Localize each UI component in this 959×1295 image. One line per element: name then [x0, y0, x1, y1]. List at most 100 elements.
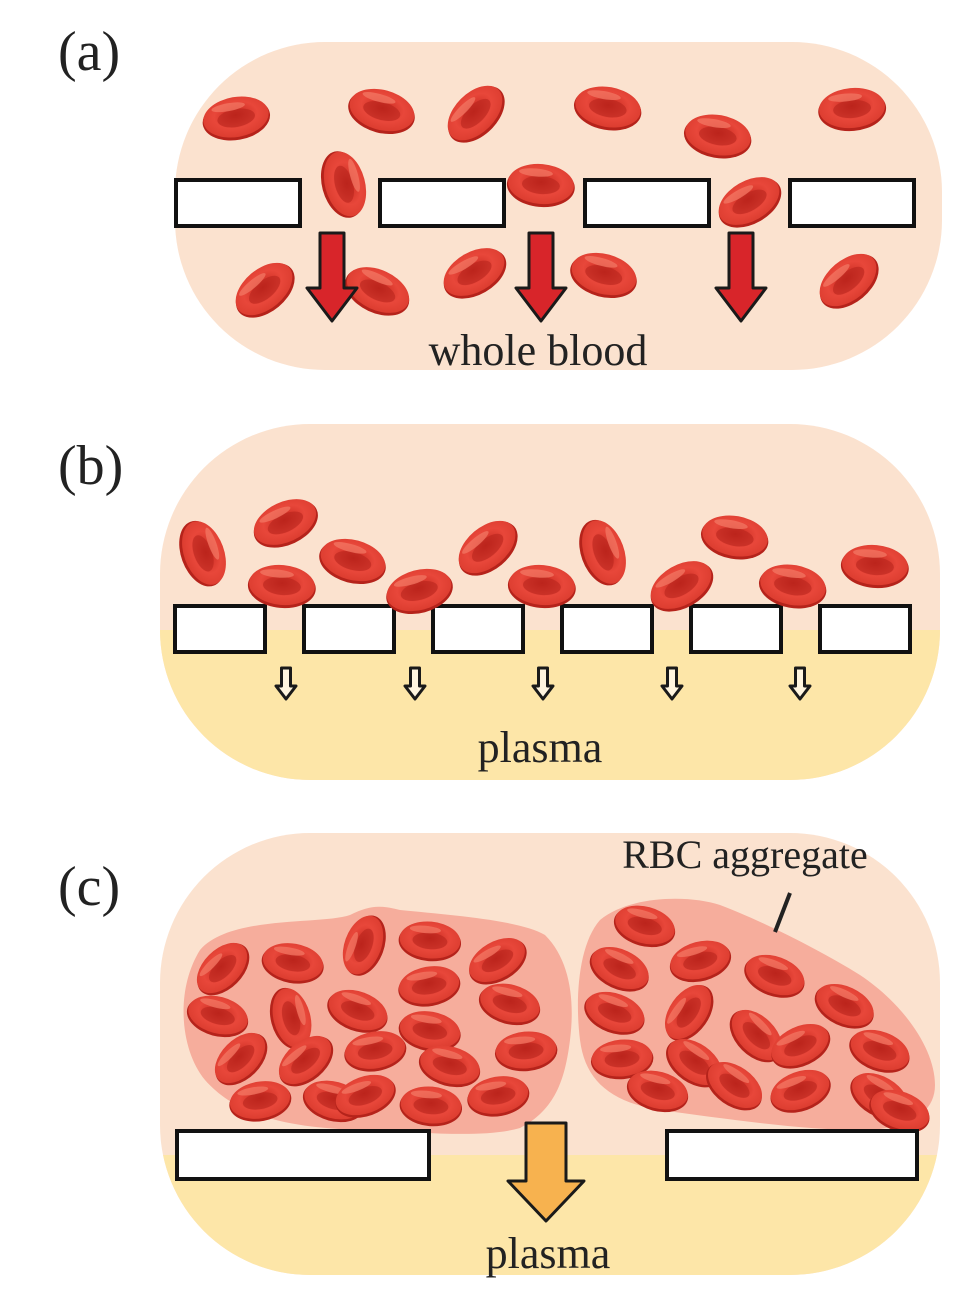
red-blood-cell	[771, 1023, 831, 1069]
panel-a: (a) whole blood	[58, 21, 942, 375]
red-blood-cell	[613, 905, 676, 948]
membrane-segment	[378, 178, 506, 228]
panel-a-caption: whole blood	[429, 326, 648, 375]
flow-arrow-small	[403, 666, 427, 701]
red-blood-cell	[590, 1039, 654, 1080]
red-blood-cell	[202, 96, 271, 141]
red-blood-cell	[744, 954, 805, 998]
flow-arrow-small	[274, 666, 298, 701]
red-blood-cell	[729, 1009, 783, 1063]
red-blood-cell	[494, 1031, 558, 1072]
red-blood-cell	[327, 989, 388, 1033]
membrane-segment	[818, 604, 912, 654]
membrane-segment	[583, 178, 711, 228]
panel-b-rbc-front-group	[247, 561, 827, 615]
red-blood-cell	[196, 942, 250, 996]
panel-b-plasma-region	[160, 630, 940, 780]
membrane-segment	[788, 178, 916, 228]
red-blood-cell	[319, 538, 386, 585]
red-blood-cell	[869, 1089, 930, 1133]
panel-c: (c) RBC aggregate plasma	[58, 832, 940, 1278]
red-blood-cell	[398, 1011, 461, 1052]
red-blood-cell	[179, 520, 226, 587]
red-blood-cell	[840, 544, 909, 589]
red-blood-cell	[818, 87, 887, 132]
red-blood-cell	[506, 163, 575, 208]
red-blood-cell	[320, 151, 367, 218]
red-blood-cell	[849, 1029, 910, 1073]
red-blood-cell	[235, 262, 295, 318]
red-blood-cell	[458, 520, 518, 576]
red-blood-cell	[573, 86, 642, 131]
flow-arrow-orange	[506, 1121, 586, 1223]
panel-c-flow-arrows	[506, 1121, 586, 1223]
red-blood-cell	[758, 564, 827, 609]
red-blood-cell	[814, 983, 874, 1029]
red-blood-cell	[706, 1061, 763, 1111]
panel-b-flow-arrows	[274, 666, 812, 701]
red-blood-cell	[819, 253, 879, 309]
red-blood-cell	[467, 1076, 530, 1117]
panel-a-flow-arrows	[305, 231, 768, 323]
membrane-segment	[173, 604, 267, 654]
red-blood-cell	[770, 1069, 831, 1113]
panel-b-membrane	[173, 604, 912, 654]
panel-b-rbc-group	[179, 499, 909, 589]
red-blood-cell	[186, 995, 249, 1038]
membrane-segment	[175, 1129, 431, 1181]
red-blood-cell	[579, 519, 626, 586]
red-blood-cell	[669, 940, 732, 983]
membrane-segment	[174, 178, 302, 228]
rbc-aggregate-pointer	[773, 892, 792, 933]
red-blood-cell	[335, 1074, 396, 1118]
red-blood-cell	[348, 88, 415, 135]
red-blood-cell	[247, 564, 316, 609]
red-blood-cell	[683, 114, 752, 159]
flow-arrow-red	[714, 231, 768, 323]
flow-arrow-small	[660, 666, 684, 701]
red-blood-cell	[253, 499, 318, 548]
panel-a-label: (a)	[58, 21, 120, 83]
panel-c-label: (c)	[58, 856, 120, 918]
panel-c-membrane	[175, 1129, 919, 1181]
red-blood-cell	[342, 915, 386, 976]
red-blood-cell	[386, 568, 453, 615]
panel-a-membrane	[174, 178, 916, 228]
red-blood-cell	[344, 1031, 407, 1072]
red-blood-cell	[570, 252, 637, 299]
red-blood-cell	[398, 966, 461, 1007]
red-blood-cell	[589, 946, 649, 992]
red-blood-cell	[398, 921, 462, 962]
red-blood-cell	[447, 85, 505, 143]
panel-b: (b) plasma	[58, 424, 940, 780]
flow-arrow-red	[305, 231, 359, 323]
red-blood-cell	[478, 983, 541, 1026]
red-blood-cell	[469, 937, 527, 985]
flow-arrow-small	[788, 666, 812, 701]
red-blood-cell	[443, 248, 507, 299]
red-blood-cell	[418, 1045, 481, 1088]
red-blood-cell	[626, 1070, 689, 1113]
red-blood-cell	[399, 1086, 463, 1127]
panel-b-caption: plasma	[478, 723, 603, 772]
red-blood-cell	[718, 177, 782, 228]
membrane-segment	[665, 1129, 919, 1181]
flow-arrow-small	[531, 666, 555, 701]
panel-a-rbc-front-group	[320, 151, 782, 228]
membrane-segment	[560, 604, 654, 654]
red-blood-cell	[650, 561, 714, 612]
red-blood-cell	[700, 515, 769, 560]
flow-arrow-red	[514, 231, 568, 323]
red-blood-cell	[261, 943, 324, 984]
membrane-segment	[689, 604, 783, 654]
red-blood-cell	[345, 267, 410, 316]
membrane-segment	[302, 604, 396, 654]
panel-a-rbc-group	[202, 85, 887, 318]
red-blood-cell	[507, 564, 576, 609]
red-blood-cell	[278, 1035, 334, 1087]
red-blood-cell	[214, 1032, 268, 1086]
red-blood-cell	[269, 987, 312, 1050]
panel-c-rbc-group	[186, 905, 930, 1133]
red-blood-cell	[664, 984, 714, 1041]
